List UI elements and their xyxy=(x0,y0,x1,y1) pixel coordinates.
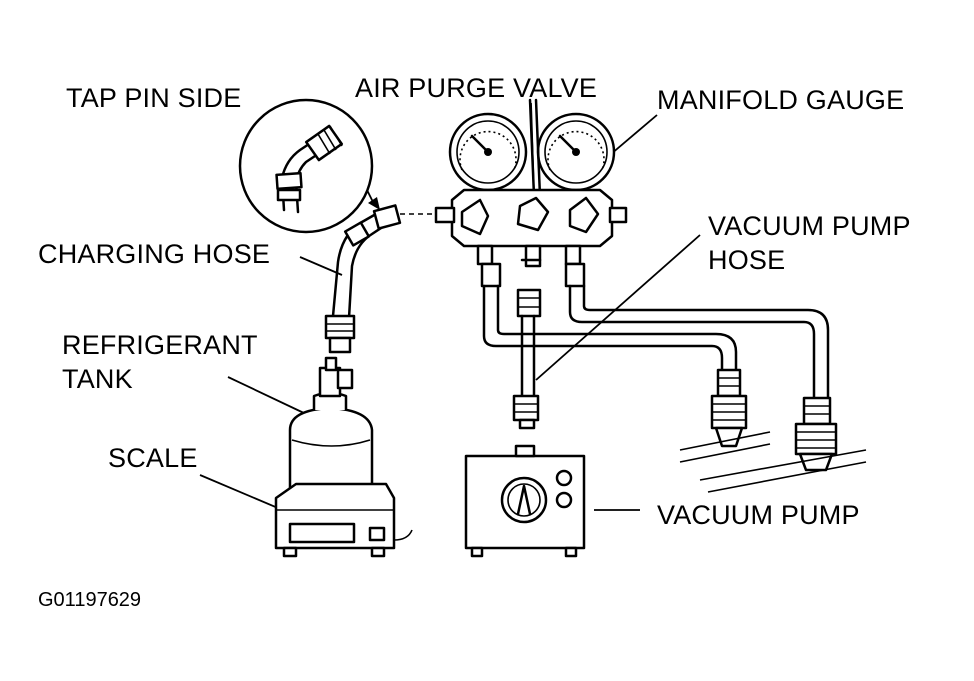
label-charging-hose: CHARGING HOSE xyxy=(38,239,270,269)
service-couplers xyxy=(679,368,867,493)
label-tap-pin-side: TAP PIN SIDE xyxy=(66,83,241,113)
label-vacuum-pump: VACUUM PUMP xyxy=(657,500,860,530)
label-air-purge-valve: AIR PURGE VALVE xyxy=(355,73,597,103)
label-refrigerant-tank-line1: REFRIGERANT xyxy=(62,330,258,360)
tap-pin-side-inset xyxy=(238,98,374,234)
label-refrigerant-tank-line2: TANK xyxy=(62,364,133,394)
vacuum-pump xyxy=(464,444,586,558)
manifold-hoses xyxy=(482,284,830,430)
label-scale: SCALE xyxy=(108,443,198,473)
charging-hose xyxy=(324,204,436,354)
manifold-gauge xyxy=(434,98,628,288)
label-manifold-gauge: MANIFOLD GAUGE xyxy=(657,85,904,115)
label-vacuum-pump-hose-line1: VACUUM PUMP xyxy=(708,211,911,241)
scale xyxy=(274,482,413,558)
label-vacuum-pump-hose-line2: HOSE xyxy=(708,245,785,275)
figure-code: G01197629 xyxy=(38,589,141,611)
